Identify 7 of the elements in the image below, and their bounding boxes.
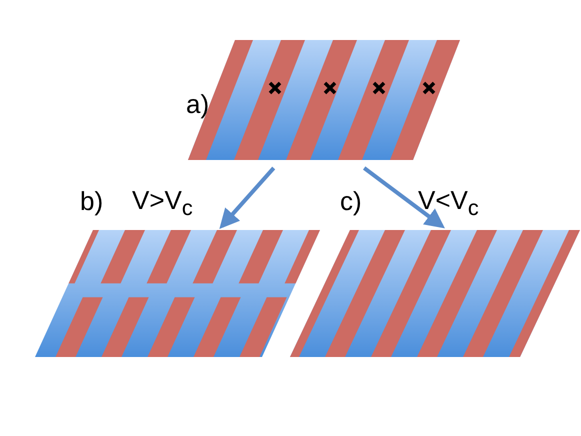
panel-label: a) (186, 90, 210, 118)
edge-label: V<V$_{c}$ (418, 186, 479, 222)
arrow (219, 166, 276, 229)
arrow (363, 166, 445, 228)
panel-label: b) (80, 187, 104, 215)
edge-label: V>V$_{c}$ (132, 186, 193, 222)
panel-label: c) (340, 187, 362, 215)
